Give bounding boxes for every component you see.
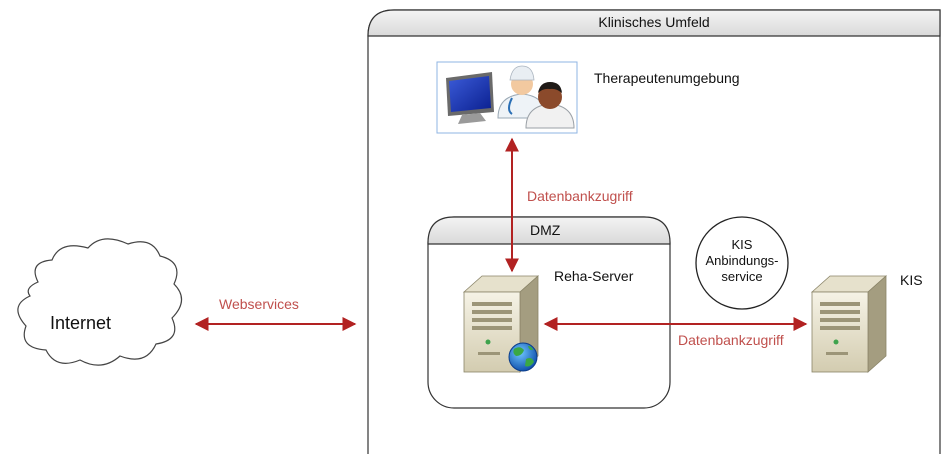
kis-service-line-2: Anbindungs- [705, 253, 779, 268]
dmz-title: DMZ [530, 222, 561, 238]
therapist-environment-label: Therapeutenumgebung [594, 70, 740, 86]
internet-label: Internet [50, 313, 112, 333]
globe-icon [508, 342, 538, 372]
kis-server-icon [810, 275, 888, 373]
therapist-environment-image [436, 61, 578, 134]
monitor-icon [446, 72, 494, 124]
webservices-label: Webservices [219, 296, 299, 312]
clinical-environment-title: Klinisches Umfeld [598, 14, 710, 30]
cloud-icon [17, 238, 183, 366]
kis-service-line-3: service [721, 269, 763, 284]
patient-icon [525, 82, 575, 129]
kis-label: KIS [900, 272, 923, 288]
reha-server-label: Reha-Server [554, 268, 634, 284]
kis-service-label: KIS Anbindungs- service [696, 237, 788, 285]
db-access-therapist-label: Datenbankzugriff [527, 188, 633, 204]
db-access-kis-label: Datenbankzugriff [678, 332, 784, 348]
kis-service-line-1: KIS [731, 237, 753, 252]
kis-service-circle [695, 216, 789, 310]
